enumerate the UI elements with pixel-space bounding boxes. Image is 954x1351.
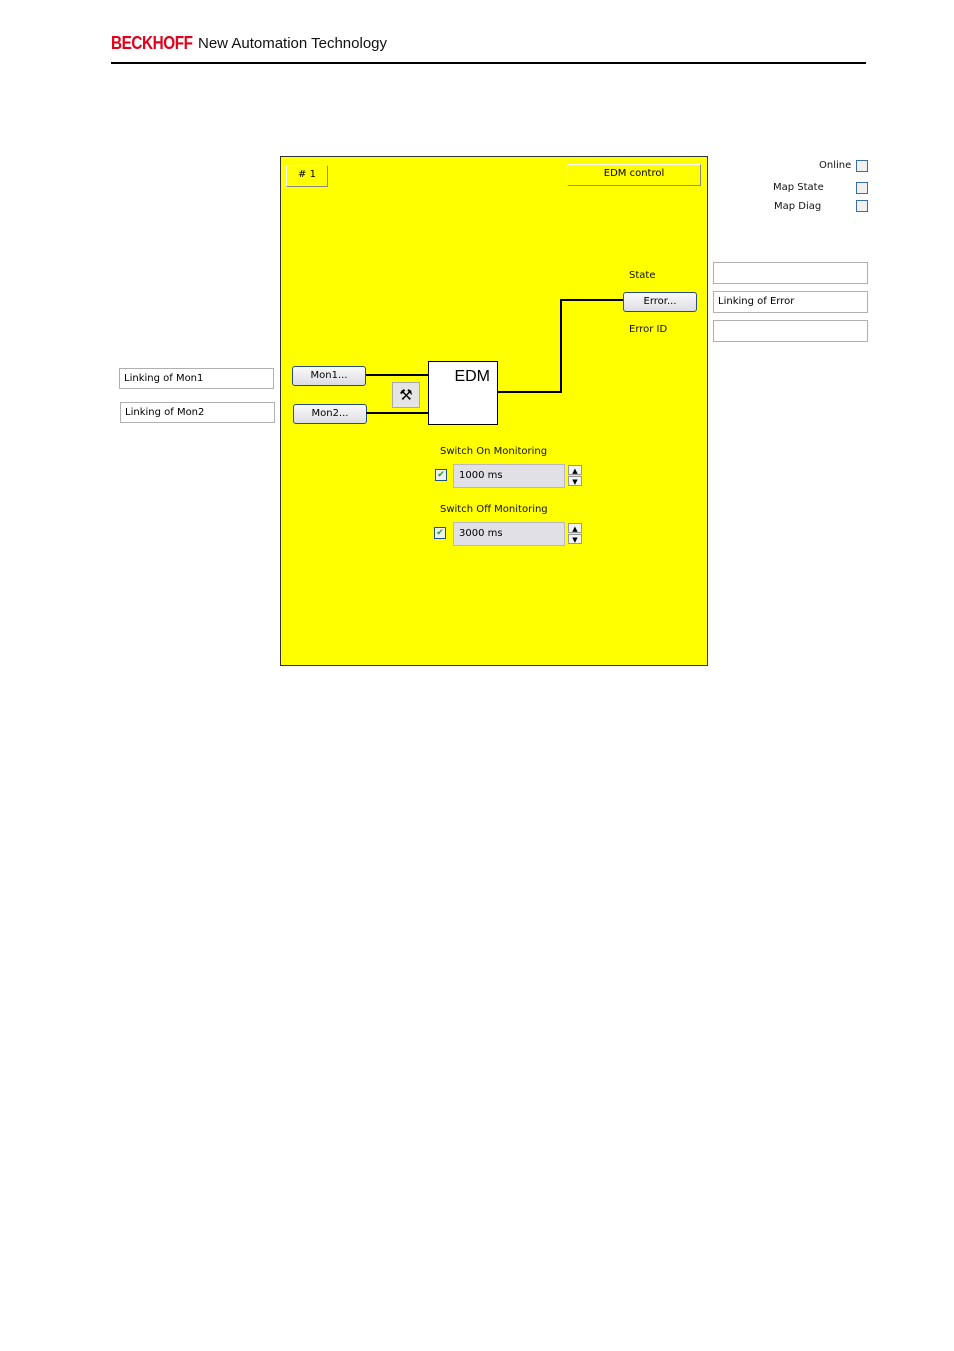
map-state-checkbox[interactable] [856,182,868,194]
mon1-wire [366,374,428,376]
state-link-field[interactable] [713,262,868,284]
switch-off-down-arrow[interactable]: ▼ [568,534,582,544]
mon2-wire [366,412,428,414]
switch-on-input[interactable]: 1000 ms [453,464,565,488]
switch-off-label: Switch Off Monitoring [440,504,548,515]
error-button[interactable]: Error... [623,292,697,312]
output-wire-vertical [560,300,562,393]
online-checkbox[interactable] [856,160,868,172]
error-id-link-field[interactable] [713,320,868,342]
state-label: State [629,270,656,281]
switch-on-up-arrow[interactable]: ▲ [568,465,582,475]
switch-off-up-arrow[interactable]: ▲ [568,523,582,533]
header-divider [111,62,866,64]
beckhoff-logo: BECKHOFF [111,33,193,53]
mon2-button[interactable]: Mon2... [293,404,367,424]
map-diag-checkbox[interactable] [856,200,868,212]
tools-icon[interactable]: ⚒ [392,382,420,408]
map-state-label: Map State [773,182,824,193]
edm-block-label: EDM [454,368,490,385]
mon1-button[interactable]: Mon1... [292,366,366,386]
map-diag-label: Map Diag [774,201,822,212]
output-wire [497,391,562,393]
switch-on-label: Switch On Monitoring [440,446,548,457]
switch-on-checkbox[interactable]: ✔ [435,469,447,481]
switch-off-input[interactable]: 3000 ms [453,522,565,546]
online-label: Online [819,160,852,171]
switch-off-checkbox[interactable]: ✔ [434,527,446,539]
error-wire [560,299,623,301]
tagline: New Automation Technology [198,35,388,52]
mon2-link-field[interactable]: Linking of Mon2 [120,402,275,423]
id-button[interactable]: # 1 [286,165,328,187]
switch-on-down-arrow[interactable]: ▼ [568,476,582,486]
error-link-field[interactable]: Linking of Error [713,291,868,313]
edm-block: EDM [428,361,498,425]
error-id-label: Error ID [629,324,668,335]
mon1-link-field[interactable]: Linking of Mon1 [119,368,274,389]
edm-control-button[interactable]: EDM control [567,164,701,186]
